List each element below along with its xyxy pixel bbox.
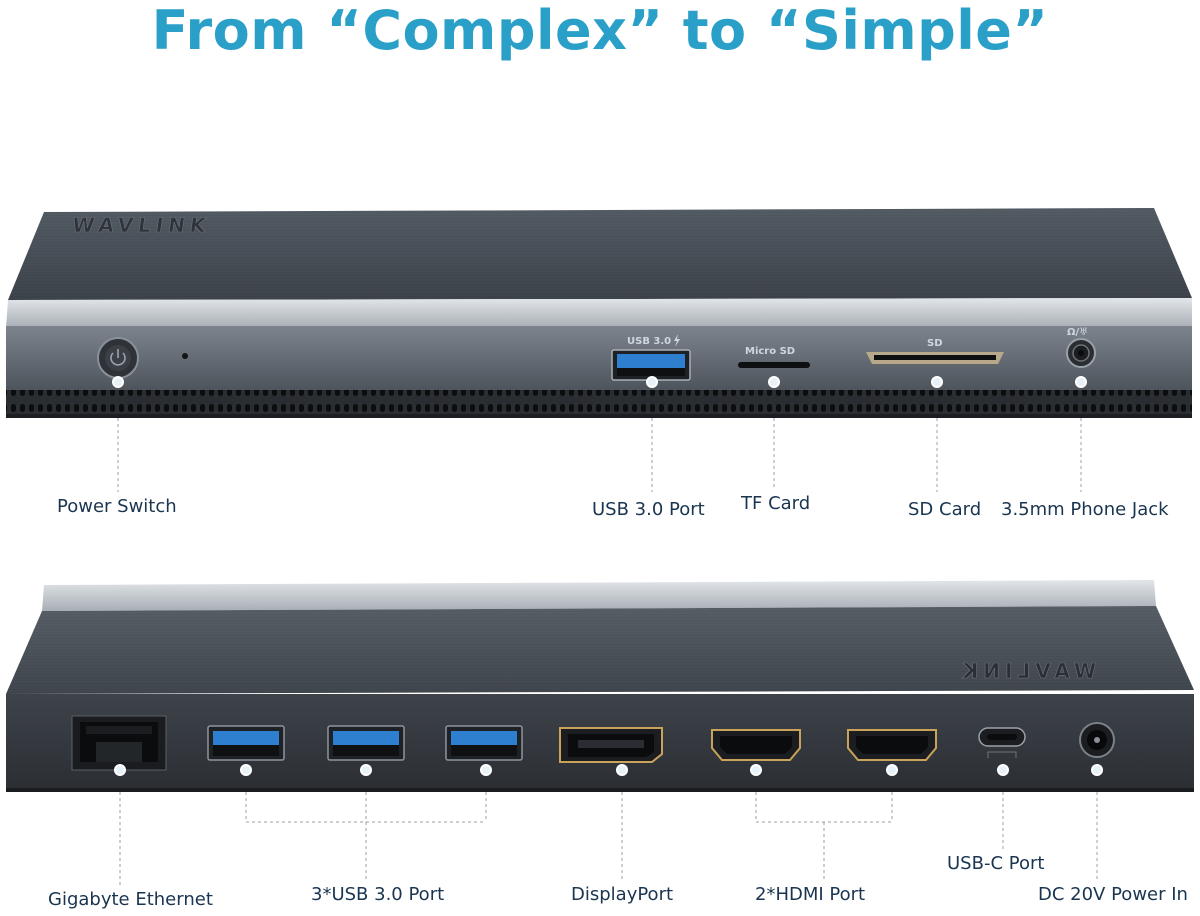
- back-dc-power-port[interactable]: [1079, 722, 1115, 758]
- headline: From “Complex” to “Simple”: [151, 0, 1049, 62]
- back-usbc-port[interactable]: [978, 727, 1026, 758]
- back-displayport[interactable]: [559, 727, 663, 763]
- label-back-usb-ports: 3*USB 3.0 Port: [311, 884, 445, 905]
- status-led: [182, 353, 188, 359]
- back-silver-edge: [42, 580, 1156, 611]
- front-device: WAVLINK USB 3.0 Micro SD SD: [6, 208, 1192, 492]
- label-power-switch: Power Switch: [57, 496, 177, 517]
- label-tf-card: TF Card: [741, 493, 811, 514]
- back-device: WAVLINK: [6, 580, 1194, 886]
- label-gigabit-ethernet: Gigabyte Ethernet: [48, 889, 213, 910]
- back-ethernet-port[interactable]: [71, 715, 167, 771]
- brand-logo-mirrored: WAVLINK: [958, 659, 1096, 683]
- label-sd-card: SD Card: [908, 499, 982, 520]
- back-callouts: [114, 764, 1103, 886]
- label-front-usb-port: USB 3.0 Port: [592, 499, 705, 520]
- label-displayport: DisplayPort: [571, 884, 674, 905]
- label-hdmi-ports: 2*HDMI Port: [755, 884, 866, 905]
- front-vent-grille: [6, 390, 1192, 416]
- back-hdmi-port-2[interactable]: [847, 729, 937, 761]
- brand-logo: WAVLINK: [71, 213, 212, 237]
- back-usb-port-2[interactable]: [327, 725, 405, 761]
- label-usbc-port: USB-C Port: [947, 853, 1045, 874]
- label-dc-power-in: DC 20V Power In: [1038, 884, 1188, 905]
- front-sd-slot[interactable]: [866, 352, 1004, 364]
- back-usb-port-3[interactable]: [445, 725, 523, 761]
- front-audio-jack[interactable]: [1066, 338, 1096, 368]
- charge-bolt-icon: [674, 334, 680, 347]
- front-microsd-printed-label: Micro SD: [745, 346, 795, 357]
- front-usb-printed-label: USB 3.0: [627, 336, 671, 347]
- front-sd-printed-label: SD: [927, 338, 943, 349]
- power-icon: [110, 352, 126, 366]
- front-callouts: [112, 376, 1087, 492]
- back-usb-port-1[interactable]: [207, 725, 285, 761]
- front-audio-printed-label: Ω/♅: [1067, 327, 1088, 338]
- front-usb-port[interactable]: [611, 349, 691, 381]
- back-hdmi-port-1[interactable]: [711, 729, 801, 761]
- power-switch[interactable]: [97, 337, 139, 379]
- front-microsd-slot[interactable]: [738, 362, 810, 368]
- label-phone-jack: 3.5mm Phone Jack: [1001, 499, 1169, 520]
- front-silver-strip: [6, 298, 1192, 328]
